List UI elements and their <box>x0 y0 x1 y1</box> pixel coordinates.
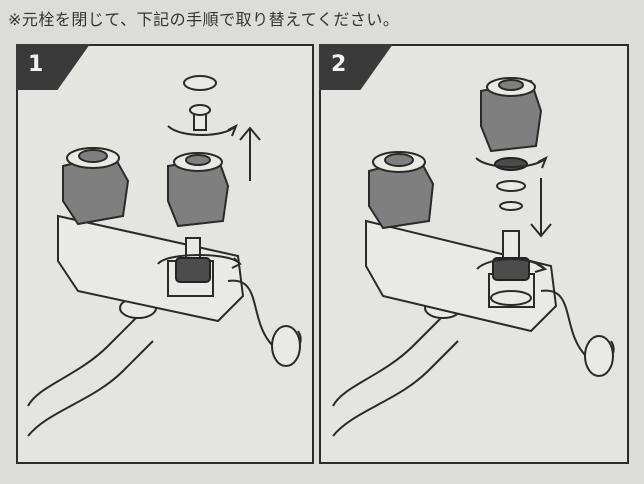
instruction-note: ※元栓を閉じて、下記の手順で取り替えてください。 <box>8 10 400 29</box>
step-number: 1 <box>28 52 44 77</box>
step-panel-2: 2 <box>319 44 629 464</box>
step-number: 2 <box>331 52 347 77</box>
faucet-disassembly-illustration <box>27 75 302 437</box>
step-panel-1: 1 <box>16 44 314 464</box>
faucet-reassembly-illustration <box>332 77 615 437</box>
